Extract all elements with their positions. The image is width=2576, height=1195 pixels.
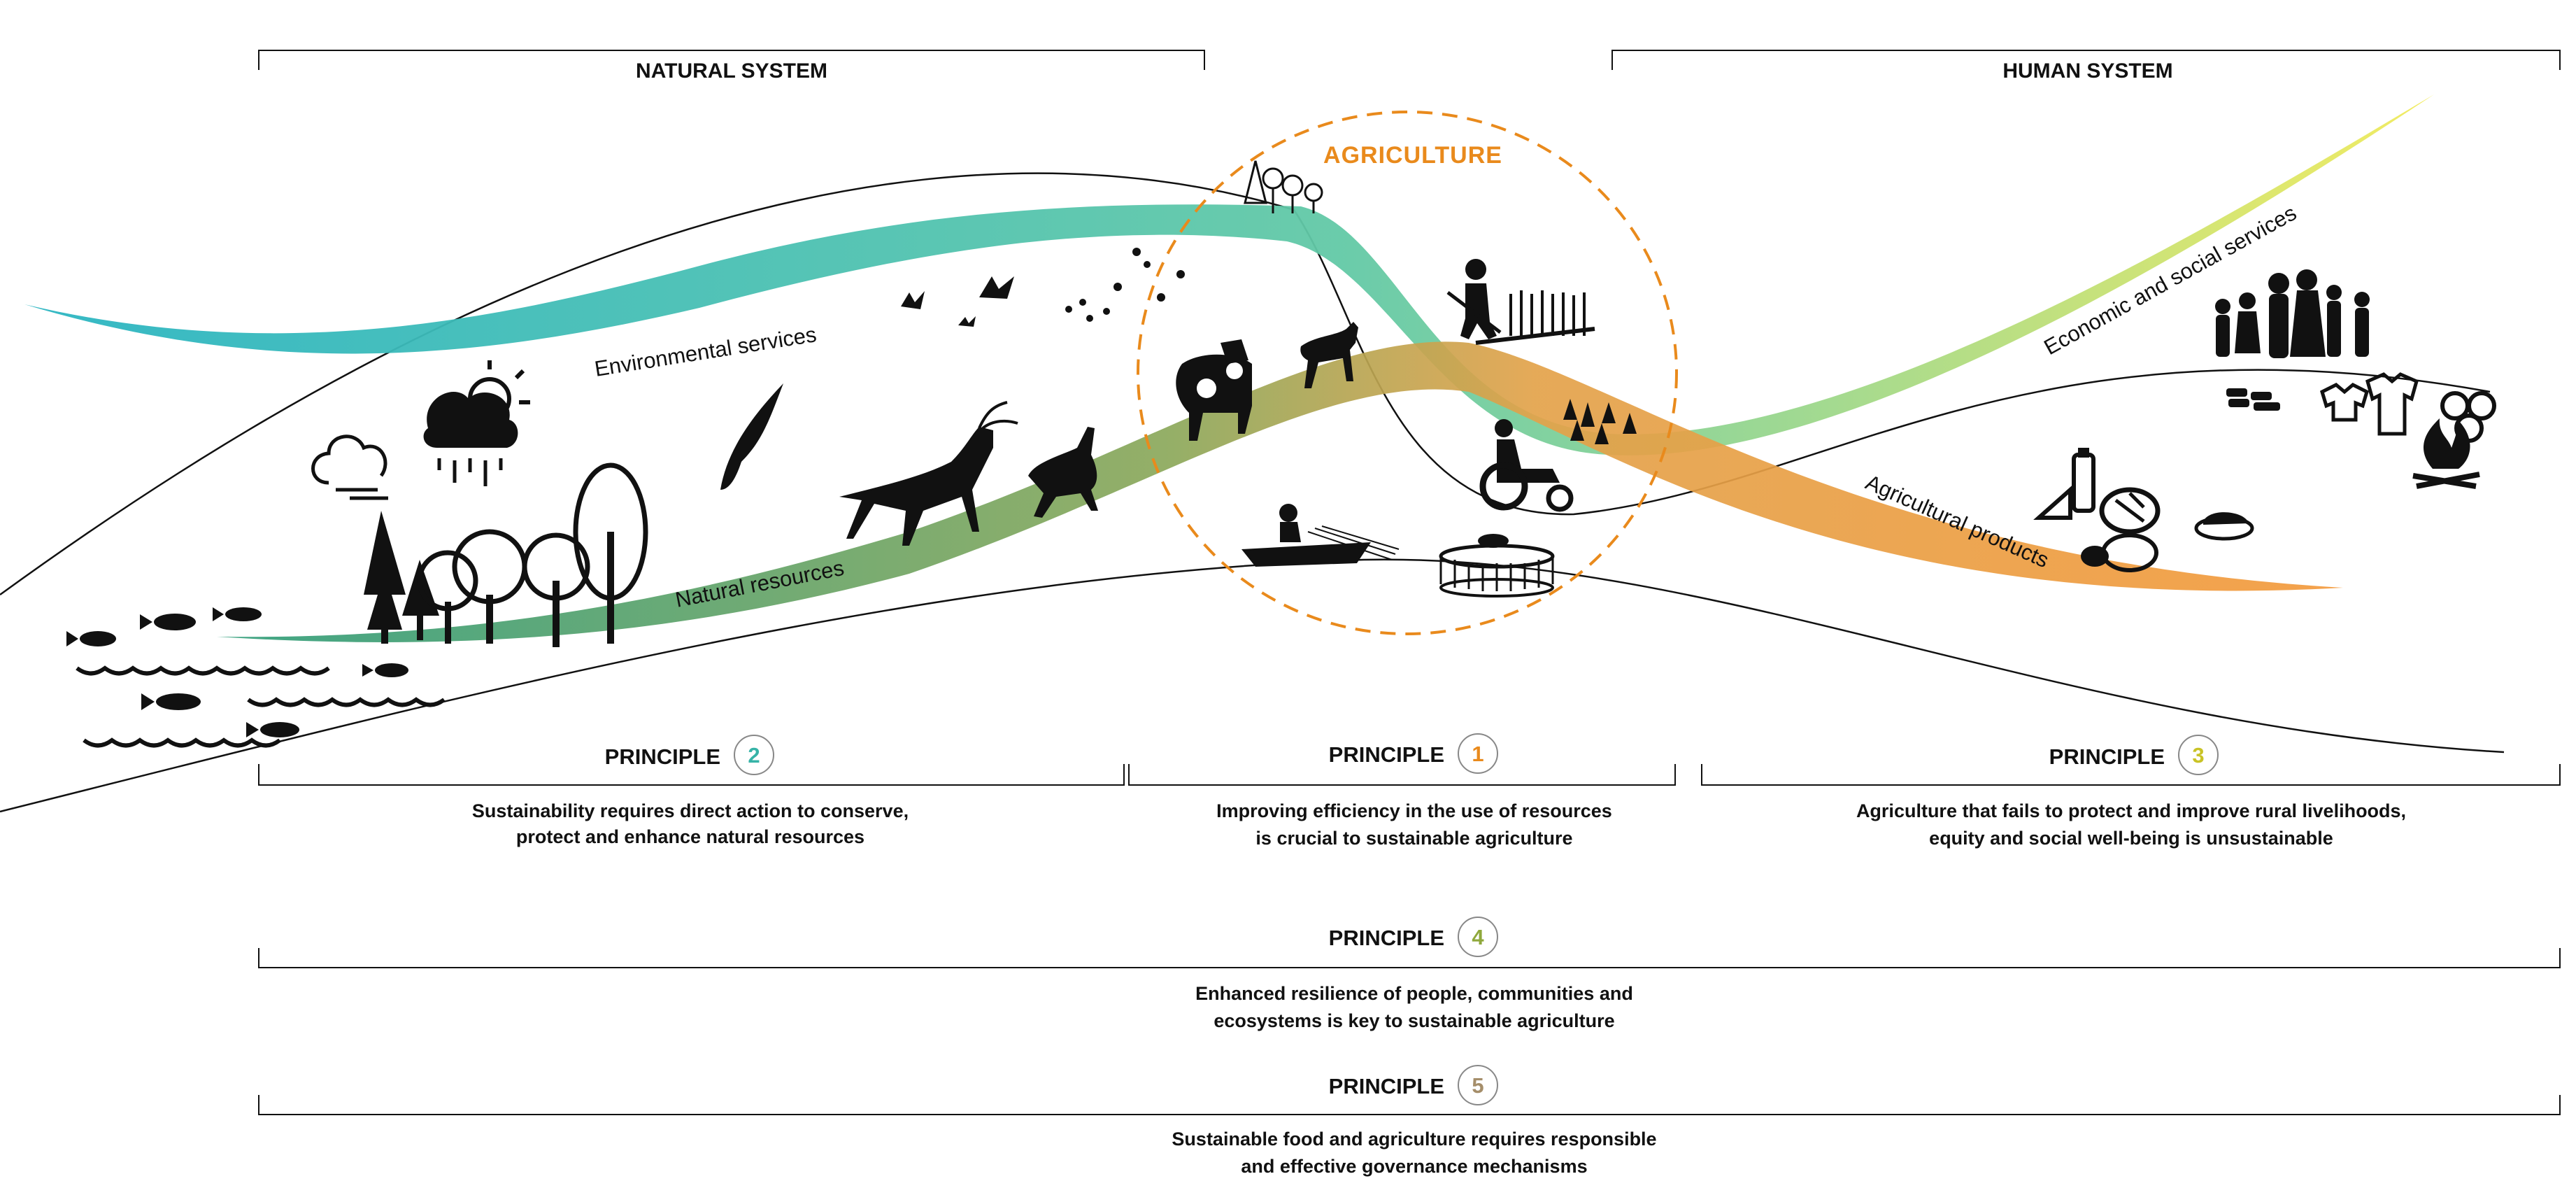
insects <box>1065 248 1185 322</box>
flow-bands <box>24 94 2434 642</box>
principle-1-text-line1: Improving efficiency in the use of resou… <box>1216 800 1612 821</box>
sun-rain-icon <box>423 360 530 486</box>
principle-1-badge <box>1458 733 1498 774</box>
principle-2-number: 2 <box>748 743 760 768</box>
principle-3-text-line2: equity and social well-being is unsustai… <box>1929 828 2333 849</box>
farmer-icon <box>1446 259 1502 339</box>
wheat-icon <box>1475 290 1595 345</box>
system-brackets: NATURAL SYSTEM HUMAN SYSTEM <box>258 50 2561 83</box>
trees-small-icon <box>1244 160 1323 213</box>
principle-3-text-line1: Agriculture that fails to protect and im… <box>1856 800 2406 821</box>
fire-icon <box>2412 418 2480 489</box>
wave-icon <box>76 665 446 748</box>
principle-2-text-line2: protect and enhance natural resources <box>516 826 864 847</box>
principle-1-text-line2: is crucial to sustainable agriculture <box>1255 828 1572 849</box>
food-icon <box>2033 448 2254 572</box>
environmental-services-label: Environmental services <box>593 322 818 381</box>
principle-2: PRINCIPLE 2 Sustainability requires dire… <box>258 735 1125 847</box>
principle-5-number: 5 <box>1472 1073 1483 1098</box>
fish-icon <box>66 607 408 737</box>
clothing-icon <box>2320 372 2419 436</box>
principle-3-badge <box>2178 735 2219 775</box>
economic-social-services-label: Economic and social services <box>2040 200 2300 360</box>
family-icon <box>2215 269 2370 358</box>
agriculture-circle <box>1137 111 1678 635</box>
fish-cage-icon <box>1439 534 1555 598</box>
principle-2-badge <box>734 735 774 775</box>
principle-2-word: PRINCIPLE <box>605 744 720 769</box>
principle-5-text-line2: and effective governance mechanisms <box>1241 1156 1587 1177</box>
tree-icon <box>364 462 648 647</box>
principle-4-badge <box>1458 917 1498 957</box>
principle-5-badge <box>1458 1065 1498 1105</box>
principle-4-word: PRINCIPLE <box>1329 926 1444 950</box>
principle-5: PRINCIPLE 5 Sustainable food and agricul… <box>258 1065 2561 1177</box>
antelope-icon <box>839 401 1018 546</box>
natural-resources-band <box>217 341 2343 642</box>
natural-system-label: NATURAL SYSTEM <box>636 59 827 83</box>
principle-2-text-line1: Sustainability requires direct action to… <box>472 800 909 821</box>
goat-icon <box>1300 322 1358 388</box>
principle-4: PRINCIPLE 4 Enhanced resilience of peopl… <box>258 917 2561 1031</box>
agriculture-focus: AGRICULTURE <box>1137 111 1678 635</box>
principle-4-text-line1: Enhanced resilience of people, communiti… <box>1195 983 1633 1004</box>
bird-icon <box>720 276 1014 490</box>
cow-icon <box>1176 339 1252 441</box>
boat-icon <box>1241 504 1400 567</box>
principle-3: PRINCIPLE 3 Agriculture that fails to pr… <box>1701 735 2561 849</box>
coins-icon <box>2226 388 2280 411</box>
principle-3-word: PRINCIPLE <box>2049 744 2165 769</box>
cloud-icon <box>311 434 388 500</box>
tractor-icon <box>1479 419 1574 512</box>
principle-4-number: 4 <box>1472 925 1484 949</box>
principle-4-text-line2: ecosystems is key to sustainable agricul… <box>1214 1010 1614 1031</box>
principle-1-word: PRINCIPLE <box>1329 742 1444 767</box>
principle-3-number: 3 <box>2192 743 2204 768</box>
logs-icon <box>2440 391 2496 443</box>
deer-icon <box>1028 427 1098 518</box>
principle-1-number: 1 <box>1472 742 1483 766</box>
principle-5-word: PRINCIPLE <box>1329 1074 1444 1098</box>
principle-1: PRINCIPLE 1 Improving efficiency in the … <box>1128 733 1676 849</box>
principle-5-text-line1: Sustainable food and agriculture require… <box>1172 1129 1656 1150</box>
human-system-label: HUMAN SYSTEM <box>2002 59 2172 83</box>
seedling-icon <box>1563 399 1637 444</box>
agriculture-label: AGRICULTURE <box>1323 142 1502 169</box>
